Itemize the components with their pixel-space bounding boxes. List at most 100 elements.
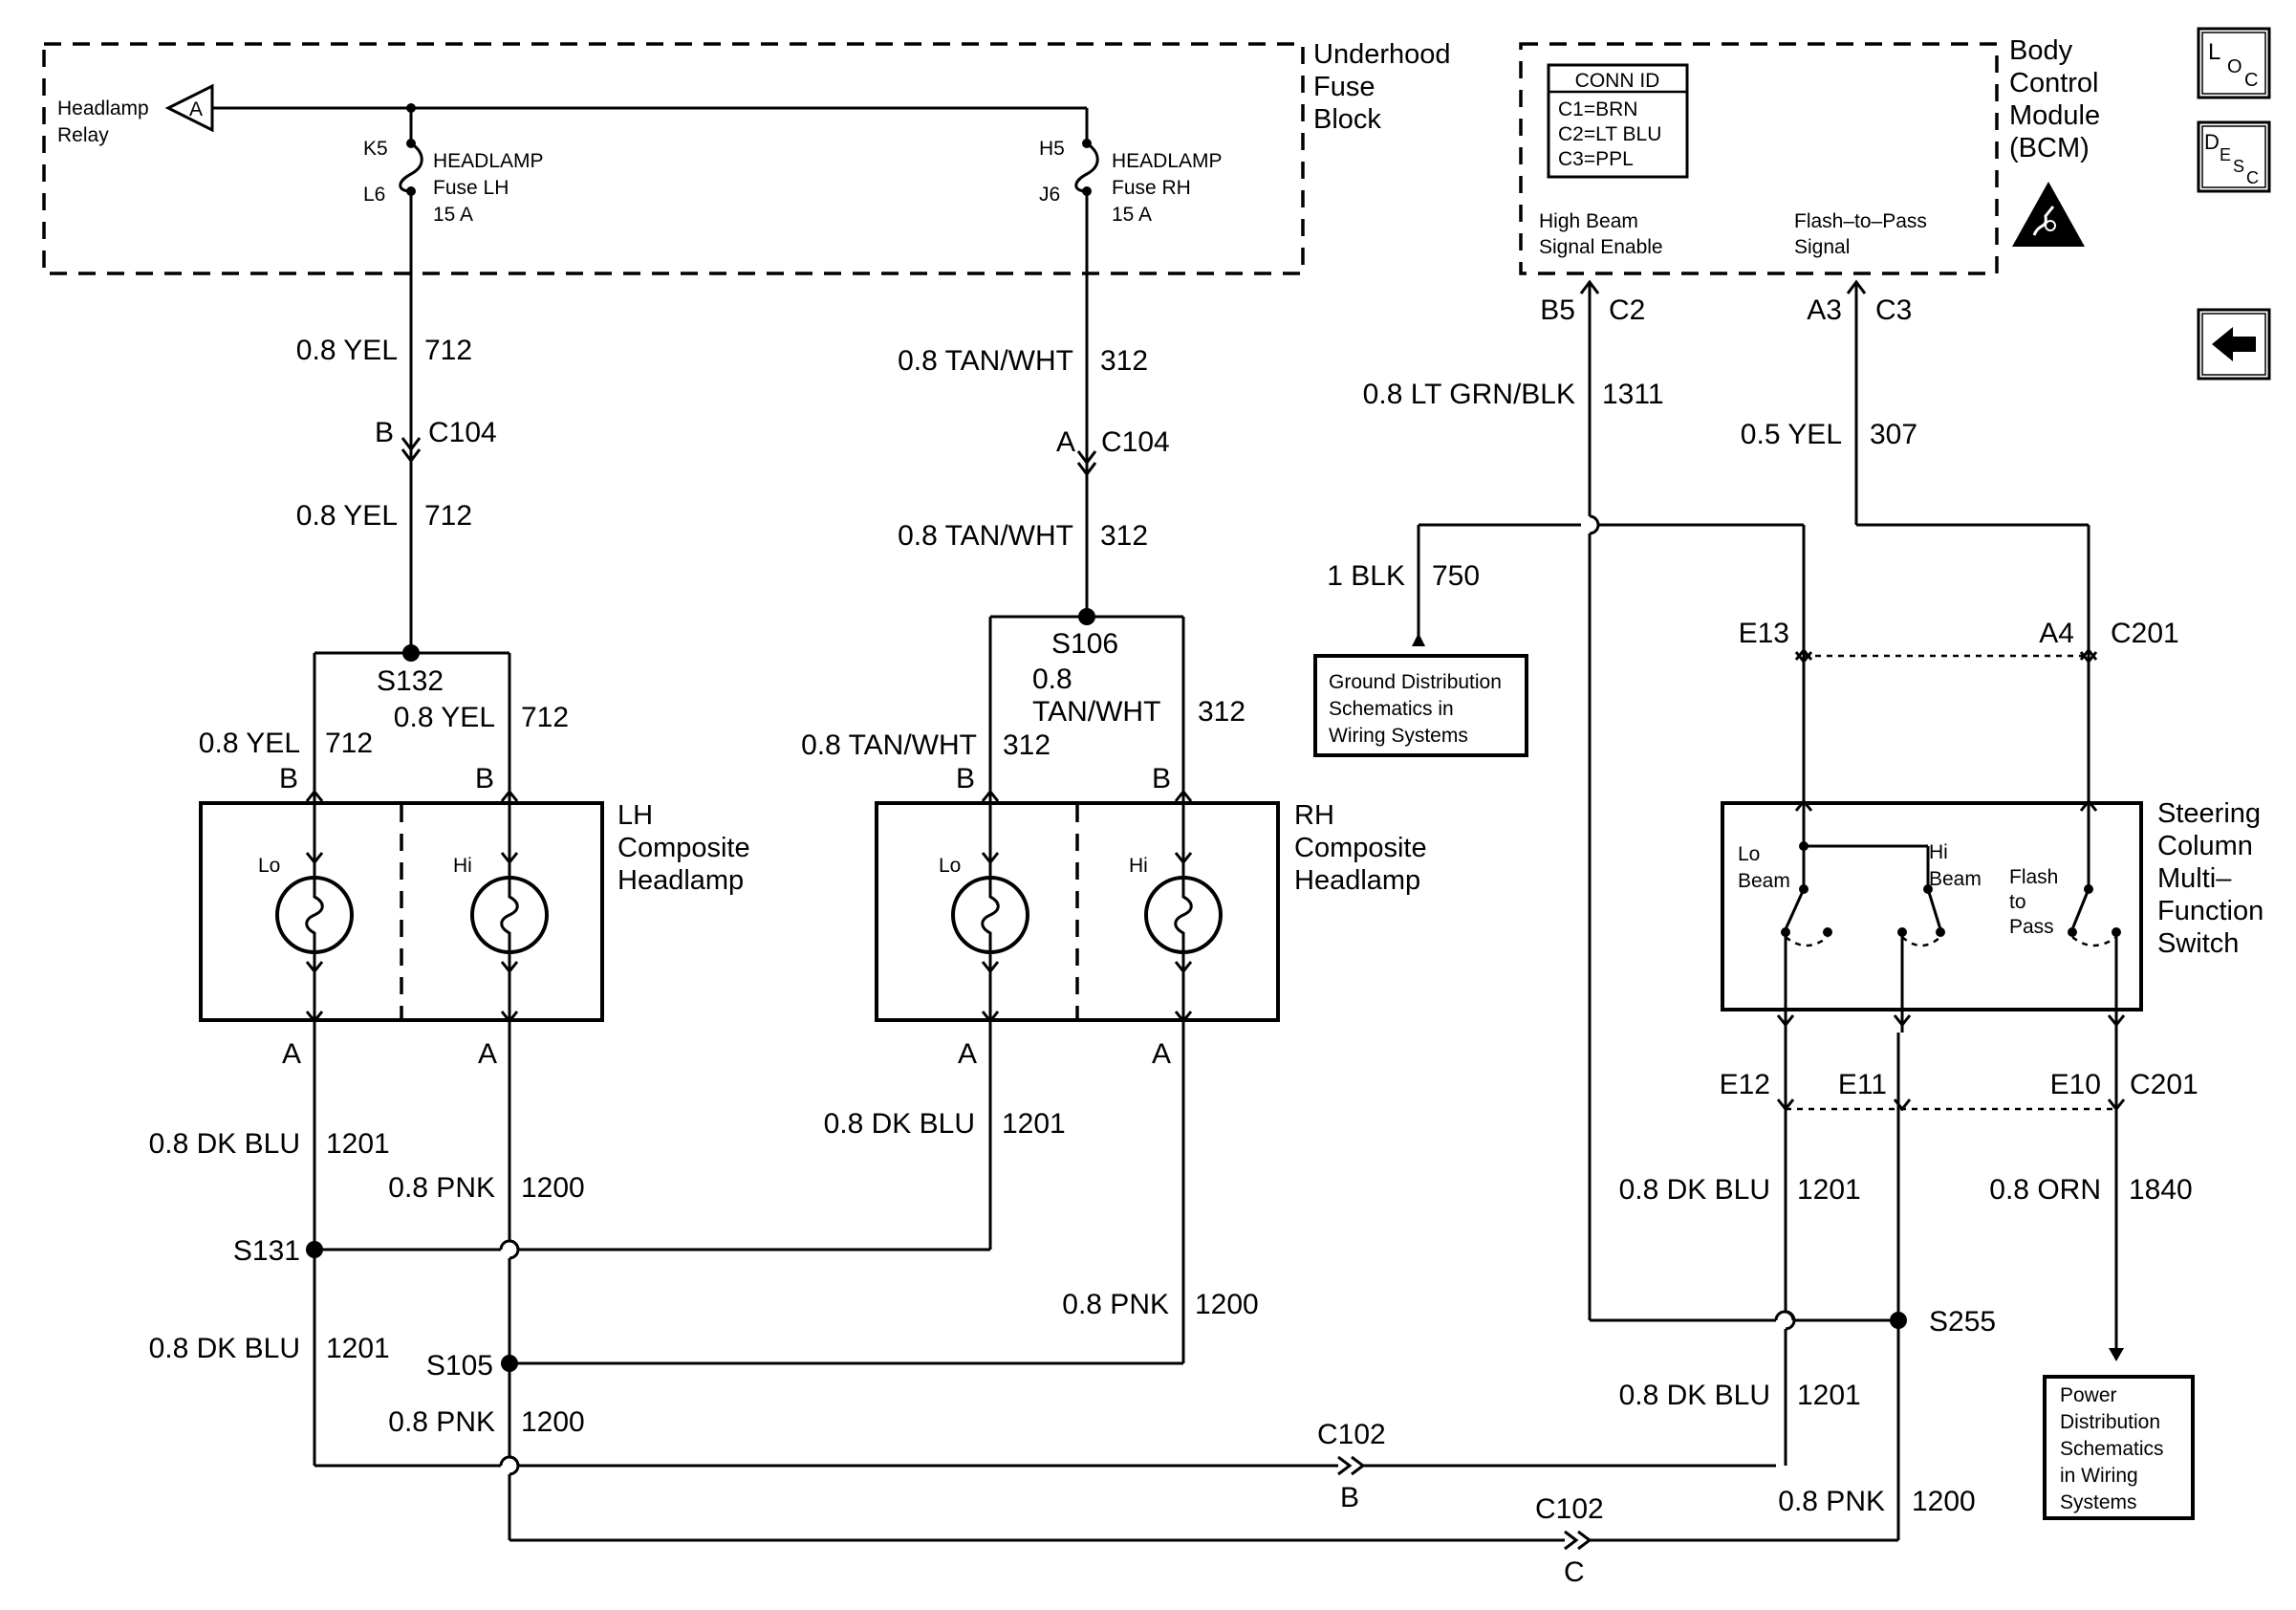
fuse-lh-pin-bot: L6 bbox=[363, 184, 385, 206]
desc-letter-e: E bbox=[2220, 145, 2231, 164]
c102-b-conn: C102 bbox=[1317, 1419, 1386, 1450]
w1200-sw-circuit: 1200 bbox=[1912, 1486, 1976, 1517]
w1311-gauge: 0.8 LT GRN/BLK bbox=[1363, 379, 1575, 410]
loc-letter-c: C bbox=[2244, 70, 2258, 91]
fuse-lh-name-2: Fuse LH bbox=[433, 177, 509, 199]
fuse-rh-symbol bbox=[1074, 141, 1099, 193]
desc-letter-s: S bbox=[2233, 157, 2244, 176]
w1201-low-circuit: 1201 bbox=[326, 1333, 390, 1364]
c102-c-conn: C102 bbox=[1535, 1493, 1604, 1525]
desc-letter-d: D bbox=[2204, 130, 2220, 154]
lh-hi-label: Hi bbox=[453, 855, 472, 877]
fuse-rh-pin-bot: J6 bbox=[1039, 184, 1060, 206]
power-box-line-2: Distribution bbox=[2060, 1411, 2160, 1433]
fuse-lh-name-3: 15 A bbox=[433, 204, 473, 226]
conn-id-c3: C3=PPL bbox=[1558, 148, 1634, 170]
w712d-gauge: 0.8 YEL bbox=[394, 702, 495, 733]
w750-circuit: 750 bbox=[1432, 560, 1480, 592]
w307-circuit: 307 bbox=[1870, 419, 1917, 450]
c104-a-conn: C104 bbox=[1101, 426, 1170, 458]
lh-pin-b1: B bbox=[279, 763, 298, 794]
lh-headlamp-label-1: LH bbox=[617, 800, 653, 831]
power-distribution-box[interactable] bbox=[2043, 1375, 2195, 1520]
headlamp-relay-label-2: Relay bbox=[57, 124, 109, 146]
bcm-pin-a3: A3 bbox=[1807, 294, 1842, 326]
esd-warning-icon bbox=[2012, 182, 2085, 247]
w307-gauge: 0.5 YEL bbox=[1741, 419, 1842, 450]
bcm-high-beam-signal-1: High Beam bbox=[1539, 210, 1638, 232]
w1200-rh-circuit: 1200 bbox=[1195, 1289, 1259, 1320]
power-box-line-5: Systems bbox=[2060, 1491, 2137, 1513]
s106-label: S106 bbox=[1051, 628, 1118, 660]
fuse-block-label-3: Block bbox=[1313, 104, 1381, 135]
desc-button[interactable]: D E S C bbox=[2197, 120, 2271, 193]
bcm-label-1: Body bbox=[2009, 35, 2073, 66]
lo-beam-label-2: Beam bbox=[1738, 870, 1790, 892]
c102-b-pin: B bbox=[1340, 1482, 1359, 1513]
lh-composite-headlamp-box bbox=[199, 801, 604, 1022]
bcm-flash-signal-1: Flash–to–Pass bbox=[1794, 210, 1927, 232]
bcm-high-beam-signal-2: Signal Enable bbox=[1539, 236, 1663, 258]
w1840-circuit: 1840 bbox=[2129, 1174, 2193, 1206]
lh-pin-a2: A bbox=[478, 1038, 497, 1070]
c104-b-pin: B bbox=[375, 417, 394, 448]
loc-button[interactable]: L O C bbox=[2197, 27, 2271, 99]
w312d-gauge2: TAN/WHT bbox=[1032, 696, 1160, 728]
c102-c-pin: C bbox=[1564, 1556, 1585, 1588]
bcm-conn-c3: C3 bbox=[1875, 294, 1912, 326]
conn-id-c2: C2=LT BLU bbox=[1558, 123, 1661, 145]
w712c-gauge: 0.8 YEL bbox=[199, 728, 300, 759]
s105-label: S105 bbox=[426, 1350, 493, 1382]
loc-letter-l: L bbox=[2208, 39, 2220, 65]
fuse-block-label-1: Underhood bbox=[1313, 39, 1451, 70]
c104-b-conn: C104 bbox=[428, 417, 497, 448]
rh-hi-label: Hi bbox=[1129, 855, 1148, 877]
lh-lo-label: Lo bbox=[258, 855, 280, 877]
w1200-low-circuit: 1200 bbox=[521, 1406, 585, 1438]
switch-label-3: Multi– bbox=[2157, 863, 2232, 894]
power-box-line-1: Power bbox=[2060, 1384, 2117, 1406]
w1200-low-gauge: 0.8 PNK bbox=[388, 1406, 495, 1438]
bcm-conn-c2: C2 bbox=[1609, 294, 1645, 326]
w312d-circuit: 312 bbox=[1198, 696, 1245, 728]
w712b-circuit: 712 bbox=[424, 500, 472, 532]
back-button[interactable] bbox=[2197, 308, 2271, 381]
w312a-gauge: 0.8 TAN/WHT bbox=[898, 345, 1073, 377]
fuse-lh-symbol bbox=[399, 141, 423, 193]
switch-label-4: Function bbox=[2157, 896, 2264, 926]
hi-beam-label-2: Beam bbox=[1929, 868, 1982, 890]
w312d-gauge1: 0.8 bbox=[1032, 664, 1072, 695]
w1201-rh-gauge: 0.8 DK BLU bbox=[824, 1108, 975, 1140]
conn-id-table bbox=[1547, 63, 1689, 179]
conn-id-title: CONN ID bbox=[1575, 70, 1660, 92]
flash-label-1: Flash bbox=[2009, 866, 2058, 888]
w312b-circuit: 312 bbox=[1100, 520, 1148, 552]
left-arrow-icon bbox=[2212, 327, 2256, 361]
w712d-circuit: 712 bbox=[521, 702, 569, 733]
fuse-rh-name-1: HEADLAMP bbox=[1112, 150, 1223, 172]
ground-distribution-box[interactable] bbox=[1313, 654, 1528, 757]
s132-label: S132 bbox=[377, 665, 444, 697]
w1200-sw-gauge: 0.8 PNK bbox=[1778, 1486, 1885, 1517]
rh-headlamp-label-1: RH bbox=[1294, 800, 1334, 831]
rh-lo-label: Lo bbox=[939, 855, 961, 877]
w1201-sw2-gauge: 0.8 DK BLU bbox=[1619, 1380, 1770, 1411]
hi-beam-label-1: Hi bbox=[1929, 841, 1948, 863]
bcm-outline bbox=[1519, 42, 1999, 275]
w1200-lh-gauge: 0.8 PNK bbox=[388, 1172, 495, 1204]
c201-bot-label: C201 bbox=[2130, 1069, 2199, 1100]
fuse-rh-name-2: Fuse RH bbox=[1112, 177, 1191, 199]
w312b-gauge: 0.8 TAN/WHT bbox=[898, 520, 1073, 552]
lo-beam-label-1: Lo bbox=[1738, 843, 1760, 865]
rh-pin-b1: B bbox=[956, 763, 975, 794]
w1201-lh-gauge: 0.8 DK BLU bbox=[149, 1128, 300, 1160]
power-box-line-4: in Wiring bbox=[2060, 1465, 2138, 1487]
a4-label: A4 bbox=[2039, 618, 2074, 649]
lh-headlamp-label-3: Headlamp bbox=[617, 865, 744, 896]
bcm-label-2: Control bbox=[2009, 68, 2099, 98]
w312a-circuit: 312 bbox=[1100, 345, 1148, 377]
w712b-gauge: 0.8 YEL bbox=[296, 500, 398, 532]
w312c-gauge: 0.8 TAN/WHT bbox=[801, 729, 977, 761]
flash-label-3: Pass bbox=[2009, 916, 2054, 938]
